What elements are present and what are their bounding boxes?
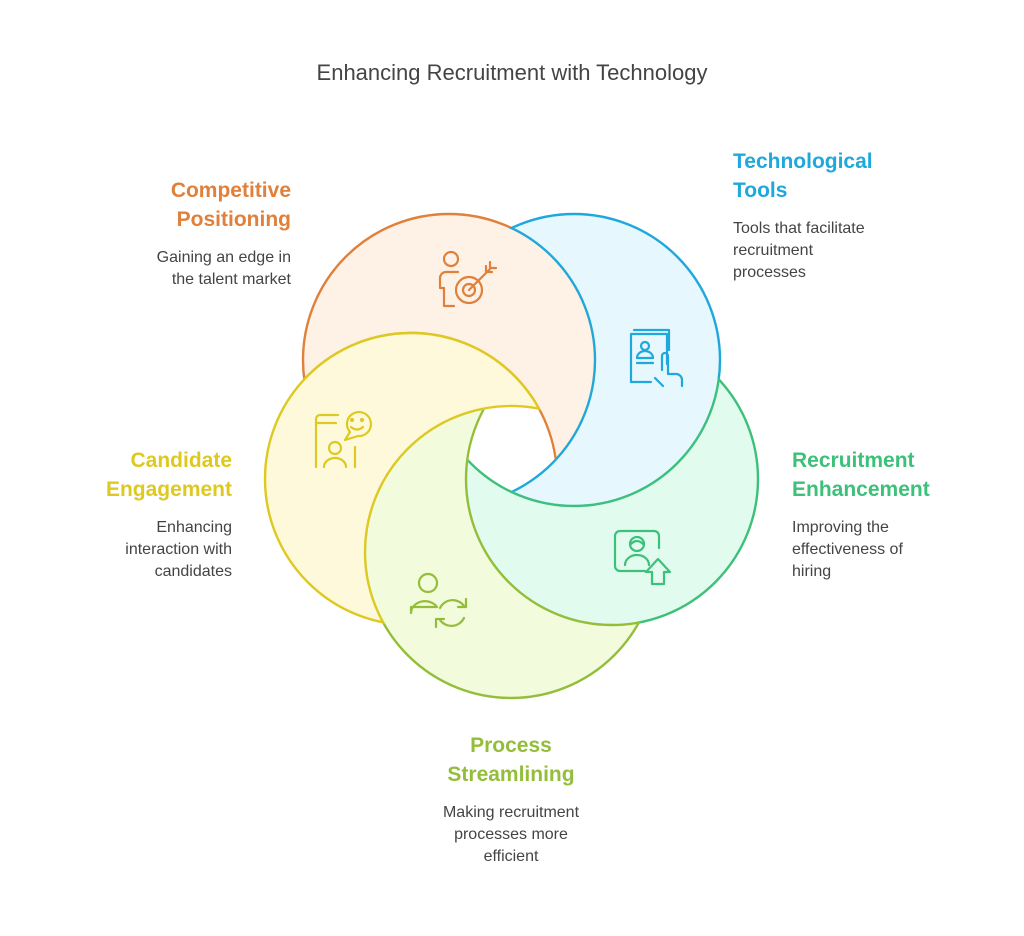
diagram-title: Enhancing Recruitment with Technology (316, 60, 708, 85)
item-desc: processes (733, 264, 806, 281)
item-desc: Enhancing (156, 519, 232, 536)
profile-upgrade-icon (613, 529, 672, 586)
item-title: Enhancement (792, 478, 930, 501)
tablet-profile-touch-icon (629, 328, 684, 388)
video-chat-icon (314, 411, 373, 469)
item-title: Tools (733, 179, 788, 202)
item-title: Candidate (130, 449, 232, 472)
item-desc: Making recruitment (442, 804, 580, 821)
item-title: Recruitment (792, 449, 915, 472)
item-desc: hiring (792, 563, 832, 580)
item-desc: effectiveness of (792, 541, 903, 558)
item-desc: Improving the (792, 519, 889, 536)
crescent-candidate-engagement (263, 331, 559, 627)
item-desc: the talent market (171, 271, 291, 288)
item-desc: Tools that facilitate (733, 220, 865, 237)
item-desc: processes more (454, 826, 568, 843)
item-title: Positioning (176, 208, 291, 231)
item-desc: interaction with (125, 541, 232, 558)
item-desc: recruitment (733, 242, 814, 259)
person-refresh-icon (409, 572, 468, 629)
item-desc: candidates (154, 563, 232, 580)
item-title: Competitive (170, 179, 291, 202)
item-title: Engagement (105, 478, 232, 501)
item-title: Technological (733, 150, 873, 173)
item-title: Streamlining (447, 763, 575, 786)
item-desc: efficient (483, 848, 539, 865)
item-desc: Gaining an edge in (156, 249, 291, 266)
item-title: Process (470, 734, 552, 757)
person-target-icon (438, 250, 498, 308)
